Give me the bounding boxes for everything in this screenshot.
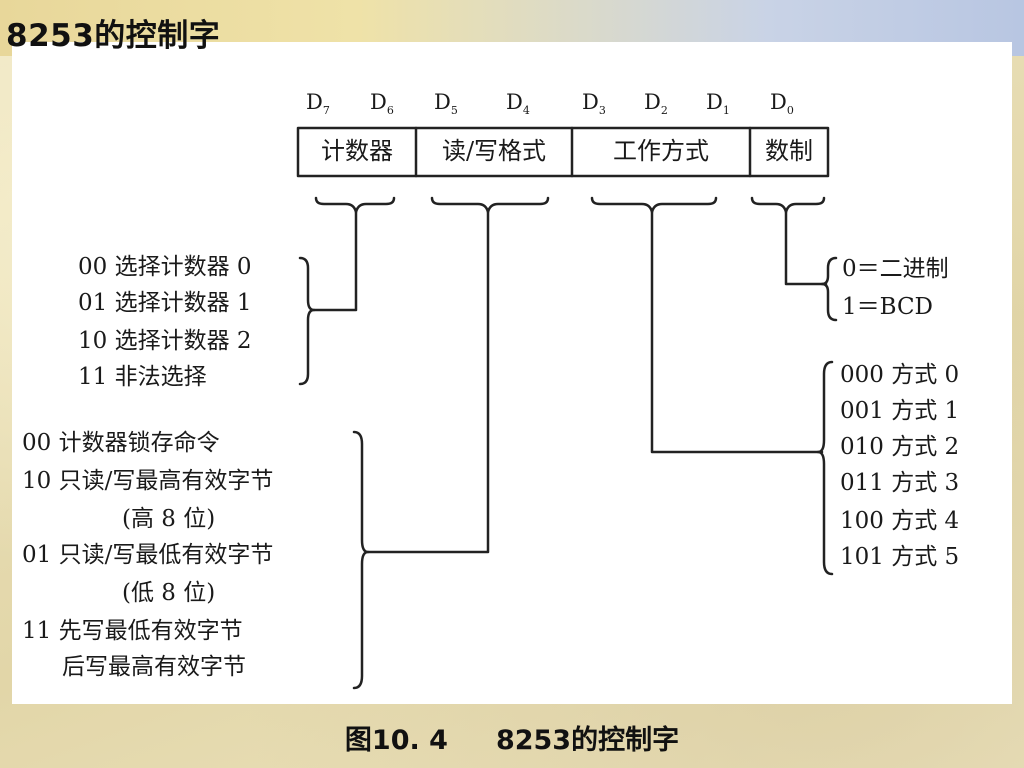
- numsys-item: 0＝二进制: [842, 256, 949, 282]
- figure-panel: [12, 42, 1012, 704]
- control-word-box: [296, 126, 830, 178]
- rw-format-item: 10 只读/写最高有效字节: [22, 468, 274, 494]
- rw-format-note: (高 8 位): [122, 506, 216, 532]
- rw-format-item: 11 先写最低有效字节: [22, 618, 243, 644]
- rw-format-item: 00 计数器锁存命令: [22, 430, 220, 456]
- bit-label-d5: D5: [434, 90, 458, 118]
- counter-select-item: 01 选择计数器 1: [78, 290, 252, 316]
- figure-number: 图10. 4: [344, 725, 448, 756]
- connector-counter: [312, 210, 358, 312]
- work-mode-item: 100 方式 4: [840, 508, 960, 534]
- bit-label-d0: D0: [770, 90, 794, 118]
- underbrace-rw: [430, 196, 550, 214]
- work-mode-item: 011 方式 3: [840, 470, 960, 496]
- rw-format-note: (低 8 位): [122, 580, 216, 606]
- field-counter: 计数器: [321, 137, 393, 165]
- bit-label-d2: D2: [644, 90, 668, 118]
- underbrace-counter: [314, 196, 396, 214]
- field-work-mode: 工作方式: [613, 137, 709, 165]
- rw-format-item: 01 只读/写最低有效字节: [22, 542, 274, 568]
- brace-work-mode: [816, 360, 834, 576]
- bit-label-d3: D3: [582, 90, 606, 118]
- connector-mode: [650, 210, 824, 454]
- slide-title: 8253的控制字: [6, 18, 221, 54]
- underbrace-mode: [590, 196, 718, 214]
- brace-numsys: [820, 256, 838, 322]
- work-mode-item: 010 方式 2: [840, 434, 960, 460]
- field-rw-format: 读/写格式: [441, 137, 547, 165]
- underbrace-numsys: [750, 196, 826, 214]
- field-number-system: 数制: [765, 137, 813, 165]
- bit-label-d4: D4: [506, 90, 530, 118]
- connector-numsys: [784, 210, 828, 286]
- work-mode-item: 101 方式 5: [840, 544, 960, 570]
- work-mode-item: 000 方式 0: [840, 362, 960, 388]
- numsys-item: 1＝BCD: [842, 294, 934, 320]
- bit-label-d1: D1: [706, 90, 730, 118]
- work-mode-item: 001 方式 1: [840, 398, 960, 424]
- brace-counter-select: [298, 256, 316, 386]
- bit-label-d7: D7: [306, 90, 330, 118]
- counter-select-item: 10 选择计数器 2: [78, 328, 252, 354]
- bit-label-d6: D6: [370, 90, 394, 118]
- figure-caption-text: 8253的控制字: [495, 725, 680, 756]
- rw-format-item: 后写最高有效字节: [62, 654, 246, 680]
- brace-rw-format: [352, 430, 370, 690]
- counter-select-item: 11 非法选择: [78, 364, 207, 390]
- figure-caption: 图10. 4 8253的控制字: [0, 718, 1024, 757]
- connector-rw: [366, 210, 490, 554]
- counter-select-item: 00 选择计数器 0: [78, 254, 252, 280]
